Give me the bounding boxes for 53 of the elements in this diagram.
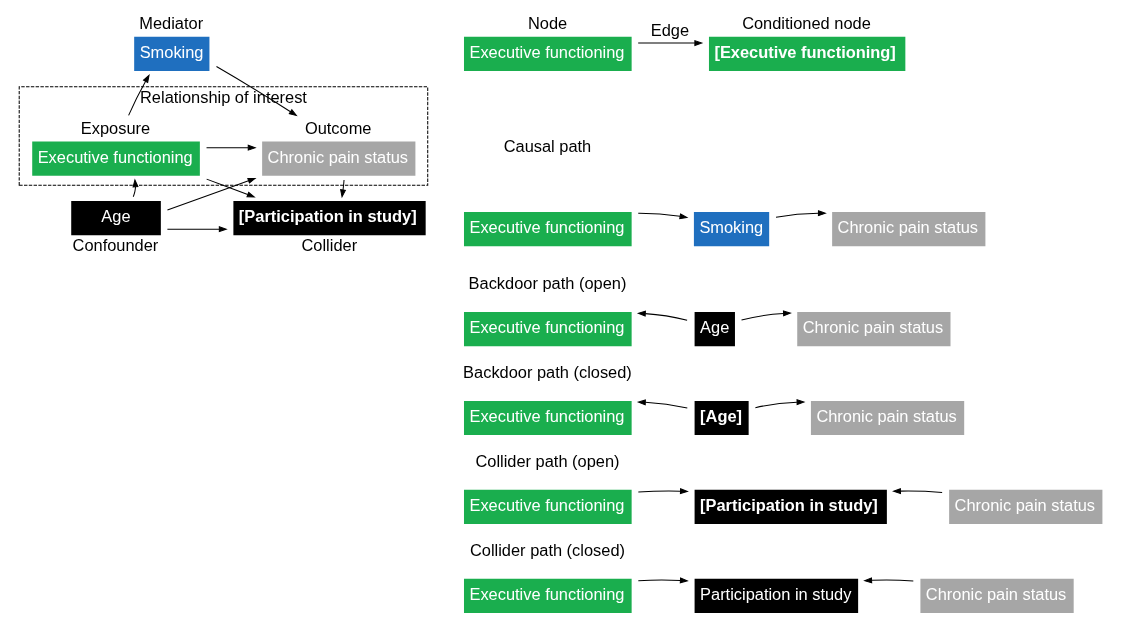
- arrow: [775, 210, 827, 218]
- node-box: Age: [694, 311, 735, 347]
- arrow: [637, 577, 689, 584]
- node-box: Smoking: [693, 212, 769, 247]
- node-box: Chronic pain status: [796, 311, 950, 347]
- label: Backdoor path (closed): [462, 362, 632, 381]
- arrow: [205, 178, 256, 198]
- arrow: [127, 73, 150, 116]
- node-box: [Executive functioning]: [708, 36, 905, 72]
- node-label: Collider: [300, 236, 357, 255]
- arrow: [637, 39, 703, 47]
- arrow: [166, 226, 228, 233]
- node-box: Executive functioning: [463, 578, 632, 614]
- node-box: Executive functioning: [463, 489, 632, 525]
- arrow: [754, 399, 805, 409]
- node-box: Executive functioning: [463, 311, 632, 347]
- node-label: Confounder: [72, 236, 158, 255]
- node-box: Chronic pain status: [261, 141, 415, 176]
- arrow: [166, 177, 257, 211]
- node-box: Executive functioning: [463, 212, 632, 247]
- node-box: Smoking: [133, 36, 209, 72]
- label: Collider path (open): [474, 451, 620, 470]
- arrow: [637, 488, 689, 495]
- node-box: Chronic pain status: [919, 578, 1074, 614]
- arrow: [131, 178, 139, 198]
- arrow: [205, 144, 257, 151]
- node-box: Chronic pain status: [948, 489, 1102, 525]
- arrow: [740, 310, 792, 321]
- node-box: [Participation in study]: [232, 201, 426, 236]
- arrow: [891, 488, 943, 495]
- arrow: [862, 577, 914, 584]
- edge-label: Edge: [650, 21, 689, 40]
- node-box: Chronic pain status: [810, 400, 964, 436]
- node-box: Age: [70, 201, 161, 236]
- node-label: Node: [527, 14, 567, 33]
- arrow: [637, 212, 688, 220]
- node-box: [Participation in study]: [694, 489, 887, 525]
- node-box: [Age]: [694, 400, 749, 436]
- node-label: Mediator: [138, 14, 203, 33]
- label: Backdoor path (open): [468, 273, 626, 292]
- node-box: Executive functioning: [463, 36, 632, 72]
- arrow: [339, 179, 346, 199]
- node-label: Exposure: [80, 119, 150, 138]
- node-box: Chronic pain status: [831, 212, 985, 247]
- node-box: Executive functioning: [463, 400, 632, 436]
- node-label: Conditioned node: [741, 14, 871, 33]
- node-label: Outcome: [304, 119, 371, 138]
- label: Causal path: [503, 136, 591, 155]
- node-box: Executive functioning: [31, 141, 200, 176]
- label: Collider path (closed): [469, 540, 625, 559]
- arrow: [636, 399, 688, 409]
- node-box: Participation in study: [694, 578, 858, 614]
- arrow: [636, 310, 688, 321]
